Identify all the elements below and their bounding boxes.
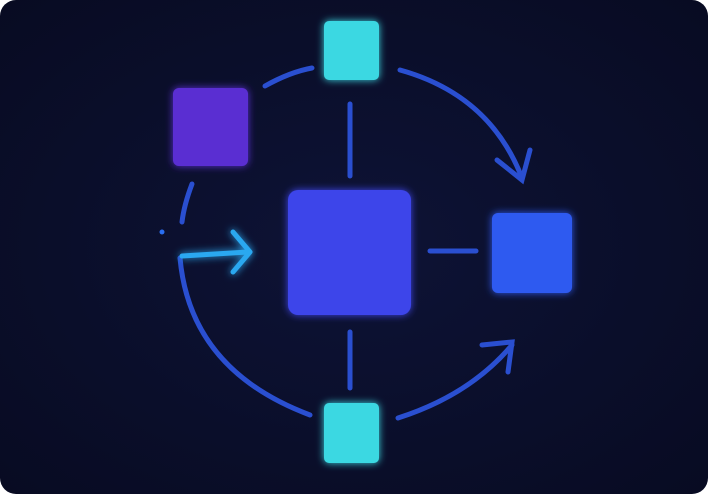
arc-bottom-right [395, 342, 515, 421]
arrowhead-into-center [230, 229, 253, 275]
bottom-node [324, 403, 379, 463]
dot [159, 229, 165, 235]
top-node [324, 21, 379, 80]
center-node [288, 190, 411, 315]
arc-left-dash [179, 181, 195, 225]
arc-bottom-left [177, 255, 313, 418]
arrowhead-bottom-right [479, 339, 515, 375]
arc-top-right [397, 67, 525, 181]
arrowhead-top-right [494, 147, 533, 185]
purple-node [173, 88, 248, 166]
arc-top-left [262, 65, 315, 89]
right-node [492, 213, 572, 293]
arrow-into-center [179, 249, 251, 259]
